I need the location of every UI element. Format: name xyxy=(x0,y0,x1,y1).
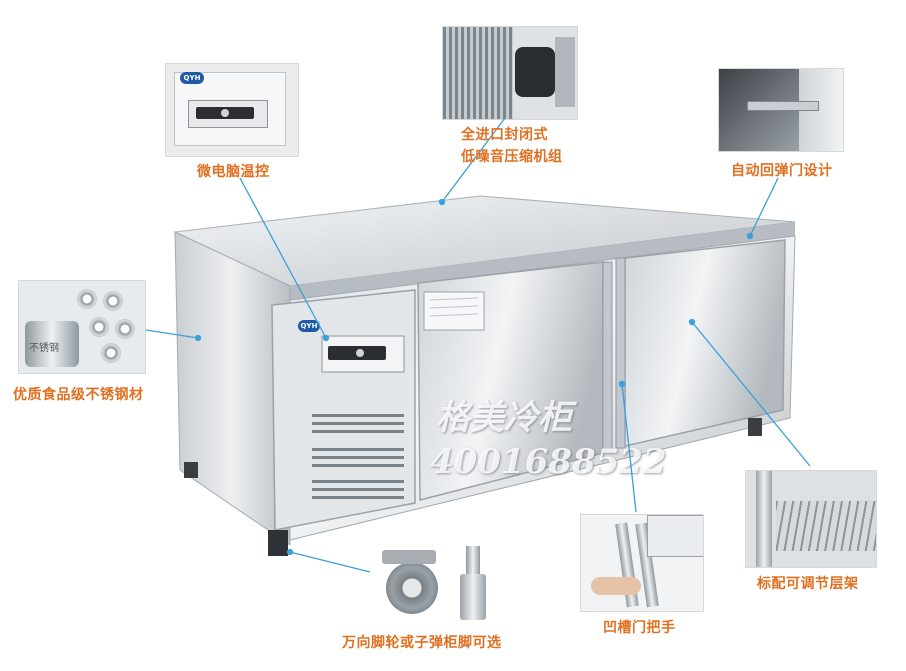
inset-door-handle xyxy=(580,514,704,612)
label-compressor-1: 全进口封闭式 xyxy=(461,127,548,143)
tube-stamp-text: 不锈钢 xyxy=(29,343,59,354)
foot-front-left xyxy=(268,530,288,556)
inset-logo: QYH xyxy=(180,72,204,84)
label-shelf: 标配可调节层架 xyxy=(757,576,859,592)
label-door-spring: 自动回弹门设计 xyxy=(731,163,833,179)
inset-adjustable-shelf xyxy=(745,470,877,568)
inset-temp-control: QYH xyxy=(165,63,299,157)
left-side-panel xyxy=(174,231,291,546)
watermark-phone: 4001688522 xyxy=(430,442,667,482)
label-casters: 万向脚轮或子弹柜脚可选 xyxy=(342,635,502,651)
label-stainless: 优质食品级不锈钢材 xyxy=(13,387,144,403)
label-handle: 凹槽门把手 xyxy=(603,620,676,636)
inset-casters xyxy=(370,540,520,626)
inset-compressor xyxy=(442,26,578,120)
vent-grille xyxy=(312,414,404,499)
brand-logo: QYH xyxy=(298,320,320,332)
foot-front-right xyxy=(748,418,762,436)
foot-back-left xyxy=(184,462,198,478)
label-temp-control: 微电脑温控 xyxy=(197,164,270,180)
inset-stainless-tubes: 不锈钢 xyxy=(18,280,146,374)
watermark-brand: 格美冷柜 xyxy=(436,398,572,438)
inset-door-hinge xyxy=(718,68,844,152)
handle-right xyxy=(615,257,626,449)
handle-left xyxy=(602,261,613,453)
label-compressor-2: 低噪音压缩机组 xyxy=(461,149,563,165)
